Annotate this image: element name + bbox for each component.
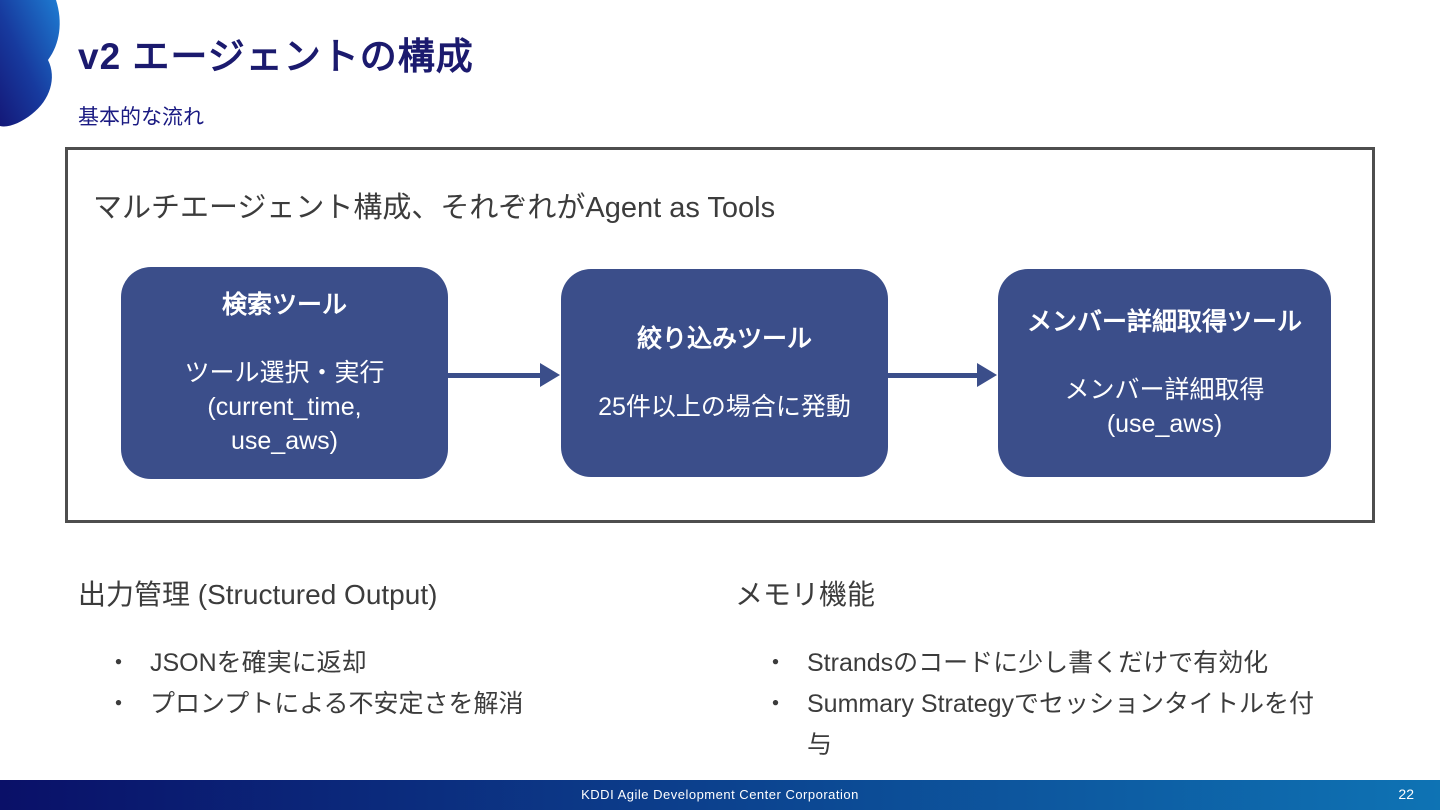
arrow-line bbox=[446, 372, 540, 378]
section-memory: メモリ機能 ・ Strandsのコードに少し書くだけで有効化 ・ Summary… bbox=[735, 573, 1320, 766]
arrow-line bbox=[886, 372, 977, 378]
bullet-text: Summary Strategyでセッションタイトルを付与 bbox=[807, 690, 1315, 759]
node-title: 絞り込みツール bbox=[636, 325, 812, 353]
arrow-head bbox=[540, 363, 560, 387]
bullet-icon: ・ bbox=[106, 690, 132, 718]
list-item: ・ Summary Strategyでセッションタイトルを付与 bbox=[763, 684, 1320, 766]
arrow-head bbox=[977, 363, 997, 387]
diagram-node-filter-tool: 絞り込みツール 25件以上の場合に発動 bbox=[561, 269, 888, 477]
node-body: メンバー詳細取得 (use_aws) bbox=[1064, 376, 1265, 438]
bullet-icon: ・ bbox=[763, 649, 789, 677]
bullet-list: ・ Strandsのコードに少し書くだけで有効化 ・ Summary Strat… bbox=[763, 643, 1320, 766]
page-subtitle: 基本的な流れ bbox=[78, 106, 204, 129]
bullet-text: JSONを確実に返却 bbox=[150, 649, 367, 677]
arrow-right-icon bbox=[886, 363, 997, 387]
node-title: 検索ツール bbox=[221, 291, 347, 319]
list-item: ・ プロンプトによる不安定さを解消 bbox=[106, 684, 698, 725]
footer-bar: KDDI Agile Development Center Corporatio… bbox=[0, 780, 1440, 810]
section-heading: 出力管理 (Structured Output) bbox=[78, 579, 438, 610]
section-heading: メモリ機能 bbox=[735, 579, 876, 610]
bullet-list: ・ JSONを確実に返却 ・ プロンプトによる不安定さを解消 bbox=[106, 643, 698, 725]
diagram-heading: マルチエージェント構成、それぞれがAgent as Tools bbox=[93, 192, 776, 224]
list-item: ・ JSONを確実に返却 bbox=[106, 643, 698, 684]
kddi-logo-mark bbox=[0, 0, 70, 140]
node-body: 25件以上の場合に発動 bbox=[598, 393, 851, 421]
diagram-node-member-detail-tool: メンバー詳細取得ツール メンバー詳細取得 (use_aws) bbox=[998, 269, 1331, 477]
list-item: ・ Strandsのコードに少し書くだけで有効化 bbox=[763, 643, 1320, 684]
page-title: v2 エージェントの構成 bbox=[78, 36, 474, 77]
bullet-icon: ・ bbox=[763, 690, 789, 718]
node-title: メンバー詳細取得ツール bbox=[1026, 308, 1302, 336]
section-structured-output: 出力管理 (Structured Output) ・ JSONを確実に返却 ・ … bbox=[78, 573, 698, 725]
node-body: ツール選択・実行 (current_time, use_aws) bbox=[184, 359, 385, 455]
bullet-icon: ・ bbox=[106, 649, 132, 677]
bullet-text: プロンプトによる不安定さを解消 bbox=[150, 690, 524, 718]
diagram-node-search-tool: 検索ツール ツール選択・実行 (current_time, use_aws) bbox=[121, 267, 448, 479]
bullet-text: Strandsのコードに少し書くだけで有効化 bbox=[807, 649, 1269, 677]
arrow-right-icon bbox=[446, 363, 560, 387]
diagram-frame: マルチエージェント構成、それぞれがAgent as Tools 検索ツール ツー… bbox=[65, 147, 1375, 523]
footer-company-name: KDDI Agile Development Center Corporatio… bbox=[581, 787, 859, 802]
logo-blob-icon bbox=[0, 0, 60, 127]
page-number: 22 bbox=[1398, 786, 1414, 802]
